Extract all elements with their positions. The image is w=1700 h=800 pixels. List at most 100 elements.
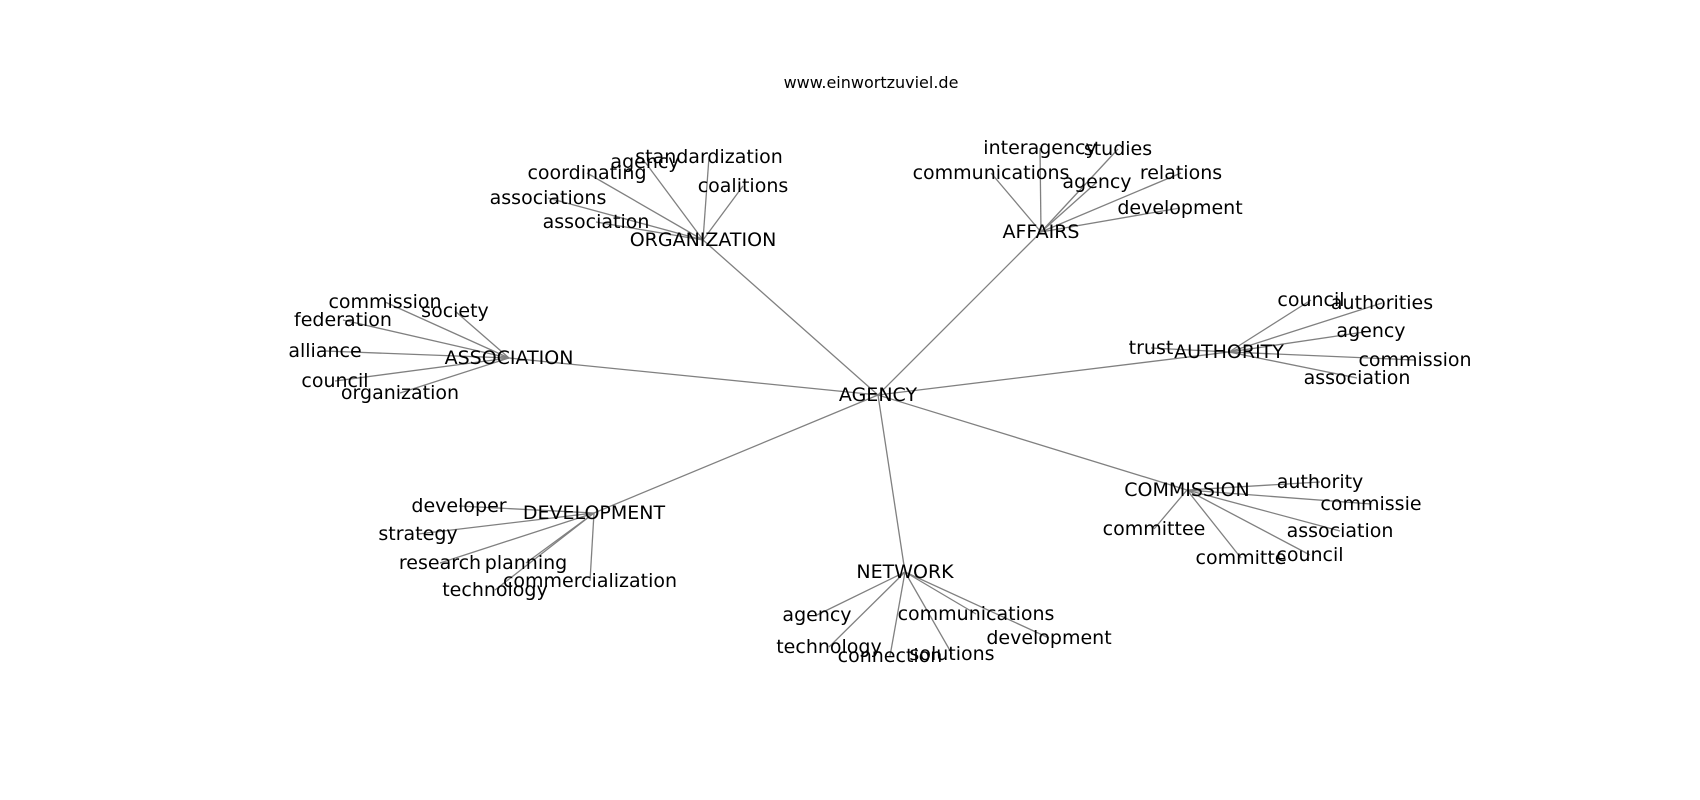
edges-layer: [324, 147, 1416, 657]
leaf-label-development-1: strategy: [378, 523, 457, 545]
edge-organization-0: [702, 156, 710, 241]
leaf-label-affairs-4: agency: [1062, 171, 1131, 193]
hub-label-affairs: AFFAIRS: [1003, 221, 1080, 243]
edge-association-1: [454, 310, 510, 359]
edge-affairs-3: [1040, 172, 1182, 233]
hub-label-authority: AUTHORITY: [1174, 341, 1284, 363]
leaf-label-affairs-2: communications: [913, 162, 1070, 184]
hub-label-commission: COMMISSION: [1124, 479, 1250, 501]
hub-label-organization: ORGANIZATION: [630, 229, 777, 251]
leaf-label-network-1: communications: [898, 603, 1055, 625]
leaf-label-commission-2: committee: [1103, 518, 1206, 540]
edge-association-5: [399, 357, 510, 394]
edge-development-0: [458, 505, 595, 514]
edge-commission-0: [1186, 481, 1321, 491]
leaf-label-organization-5: association: [543, 211, 650, 233]
edge-association-3: [324, 350, 510, 359]
edge-center-association: [508, 357, 879, 396]
leaf-label-authority-5: association: [1304, 367, 1411, 389]
leaf-label-network-5: solutions: [909, 643, 994, 665]
edge-center-authority: [877, 351, 1230, 396]
leaf-label-commission-1: commissie: [1320, 493, 1421, 515]
edge-network-1: [904, 571, 977, 615]
leaf-label-organization-4: associations: [490, 187, 607, 209]
edge-association-0: [384, 301, 510, 359]
leaf-label-authority-2: agency: [1336, 320, 1405, 342]
edge-affairs-1: [1040, 148, 1119, 233]
leaf-label-commission-5: council: [1276, 544, 1343, 566]
leaf-label-commission-3: association: [1287, 520, 1394, 542]
leaf-label-development-0: developer: [411, 495, 506, 517]
edge-organization-4: [547, 197, 704, 241]
leaf-label-network-3: technology: [776, 636, 882, 658]
leaf-label-authority-0: council: [1277, 289, 1344, 311]
edge-authority-1: [1228, 302, 1383, 353]
edge-development-1: [417, 512, 595, 535]
leaf-label-association-3: alliance: [288, 340, 361, 362]
edge-network-2: [904, 571, 1050, 639]
edge-authority-3: [1150, 347, 1230, 353]
edge-organization-5: [595, 221, 704, 241]
edge-commission-3: [1186, 489, 1341, 532]
leaf-label-network-2: development: [986, 627, 1111, 649]
edge-center-development: [593, 394, 879, 514]
edge-authority-2: [1228, 330, 1372, 353]
hub-label-development: DEVELOPMENT: [523, 502, 666, 524]
leaf-label-authority-4: commission: [1358, 349, 1471, 371]
leaf-label-development-2: research: [399, 552, 481, 574]
watermark: www.einwortzuviel.de: [784, 73, 959, 92]
edge-affairs-2: [990, 172, 1042, 233]
leaf-label-association-5: organization: [341, 382, 459, 404]
leaf-label-association-0: commission: [328, 291, 441, 313]
edge-association-2: [342, 319, 510, 359]
leaf-label-organization-0: standardization: [635, 146, 783, 168]
edge-development-4: [589, 512, 595, 582]
edge-organization-3: [702, 185, 744, 241]
edge-center-network: [877, 394, 906, 573]
leaf-label-organization-1: agency: [610, 151, 679, 173]
edge-network-5: [904, 571, 953, 655]
edge-affairs-0: [1039, 147, 1042, 233]
leaf-label-association-4: council: [301, 370, 368, 392]
edge-development-5: [494, 512, 595, 591]
leaf-label-network-4: connection: [838, 645, 943, 667]
leaf-label-development-5: technology: [442, 579, 548, 601]
edge-commission-1: [1186, 489, 1372, 505]
leaf-label-commission-0: authority: [1277, 471, 1364, 493]
hub-label-association: ASSOCIATION: [445, 347, 574, 369]
edge-organization-1: [644, 161, 704, 241]
leaf-label-authority-1: authorities: [1331, 292, 1433, 314]
edge-organization-2: [586, 172, 704, 241]
labels-layer: standardizationagencycoordinatingcoaliti…: [288, 137, 1471, 667]
edge-authority-5: [1228, 351, 1358, 379]
edge-commission-2: [1153, 489, 1188, 530]
leaf-label-authority-3: trust: [1129, 337, 1174, 359]
edge-authority-4: [1228, 351, 1416, 361]
leaf-label-affairs-1: studies: [1084, 138, 1152, 160]
edge-center-commission: [877, 394, 1188, 491]
center-label: AGENCY: [839, 384, 918, 406]
leaf-label-organization-3: coalitions: [698, 175, 789, 197]
leaf-label-association-1: society: [421, 300, 489, 322]
edge-development-2: [439, 512, 595, 564]
leaf-label-organization-2: coordinating: [527, 162, 646, 184]
leaf-label-affairs-5: development: [1117, 197, 1242, 219]
leaf-label-network-0: agency: [782, 604, 851, 626]
leaf-label-affairs-0: interagency: [983, 137, 1096, 159]
leaf-label-commission-4: committe: [1196, 547, 1287, 569]
edge-association-4: [334, 357, 510, 382]
edge-network-0: [816, 571, 906, 616]
leaf-label-affairs-3: relations: [1140, 162, 1222, 184]
edge-affairs-5: [1040, 207, 1181, 233]
edge-commission-4: [1186, 489, 1242, 559]
edge-affairs-4: [1040, 181, 1098, 233]
edge-authority-0: [1228, 299, 1312, 353]
edge-network-3: [828, 571, 906, 648]
edge-center-organization: [702, 239, 879, 396]
edge-center-affairs: [877, 231, 1042, 396]
edge-network-4: [889, 571, 906, 657]
hub-label-network: NETWORK: [856, 561, 954, 583]
leaf-label-development-3: planning: [485, 552, 567, 574]
leaf-label-association-2: federation: [294, 309, 392, 331]
